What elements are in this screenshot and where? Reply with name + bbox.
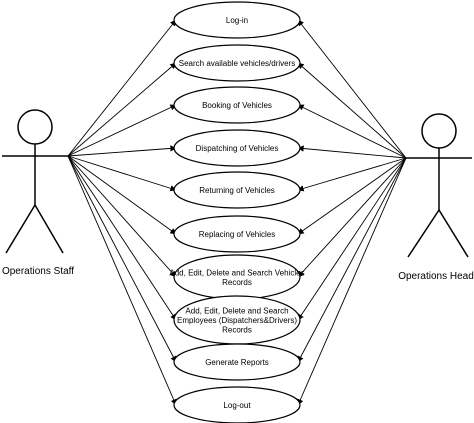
association-head-vehicle-records [297,157,407,278]
use-case-ellipse [173,1,301,39]
use-case-label: Add, Edit, Delete and Search Vehicles [169,268,304,277]
association-head-returning [297,157,407,192]
use-case-ellipse [173,129,301,167]
association-head-booking [297,104,407,159]
use-case-label: Employees (Dispatchers&Drivers) [177,316,297,325]
use-case-label: Log-in [226,16,248,25]
association-head-replacing [297,157,407,235]
use-case-logout: Log-out [173,386,301,423]
association-staff-employee-records [67,155,177,321]
association-staff-logout [67,155,177,406]
association-head-reports [297,157,407,363]
use-case-label: Booking of Vehicles [202,101,272,110]
actor-operations-head: Operations Head [398,113,474,282]
use-case-reports: Generate Reports [173,343,301,381]
actor-left-leg [5,204,36,254]
actor-right-leg [34,204,64,254]
association-head-dispatching [297,145,407,159]
use-case-ellipse [173,343,301,381]
use-case-search: Search available vehicles/drivers [173,44,301,82]
actor-left-leg [407,209,440,258]
use-case-label: Returning of Vehicles [199,186,275,195]
association-head-search [297,62,407,159]
association-staff-vehicle-records [67,155,177,278]
use-case-ellipse [173,215,301,253]
actor-head [17,109,53,145]
use-case-label: Records [222,278,252,287]
association-staff-search [67,62,177,157]
use-case-ellipse [173,86,301,124]
association-head-login [297,19,407,159]
use-case-vehicle-records: Add, Edit, Delete and Search VehiclesRec… [169,254,305,300]
use-case-label: Add, Edit, Delete and Search [185,307,288,316]
association-staff-login [67,19,177,157]
association-head-employee-records [297,157,407,321]
actor-label-operations-staff: Operations Staff [2,266,74,277]
actor-label-operations-head: Operations Head [398,271,474,282]
association-staff-reports [67,155,177,363]
association-lines [67,19,407,406]
use-case-login: Log-in [173,1,301,39]
use-case-dispatching: Dispatching of Vehicles [173,129,301,167]
use-case-booking: Booking of Vehicles [173,86,301,124]
actor-right-leg [438,209,469,258]
use-case-label: Replacing of Vehicles [199,230,276,239]
use-case-returning: Returning of Vehicles [173,171,301,209]
actor-operations-staff: Operations Staff [2,109,74,277]
use-case-label: Generate Reports [205,358,269,367]
use-case-replacing: Replacing of Vehicles [173,215,301,253]
association-staff-replacing [67,155,177,235]
association-staff-booking [67,104,177,157]
association-staff-returning [67,155,177,192]
use-case-label: Dispatching of Vehicles [196,144,279,153]
actor-head [421,113,457,149]
use-case-ellipse [173,44,301,82]
use-case-label: Log-out [223,401,251,410]
association-head-logout [297,157,407,406]
use-case-label: Records [222,326,252,335]
association-staff-dispatching [67,145,177,157]
use-case-label: Search available vehicles/drivers [179,59,296,68]
use-case-ellipse [173,171,301,209]
use-case-ellipse [173,386,301,423]
